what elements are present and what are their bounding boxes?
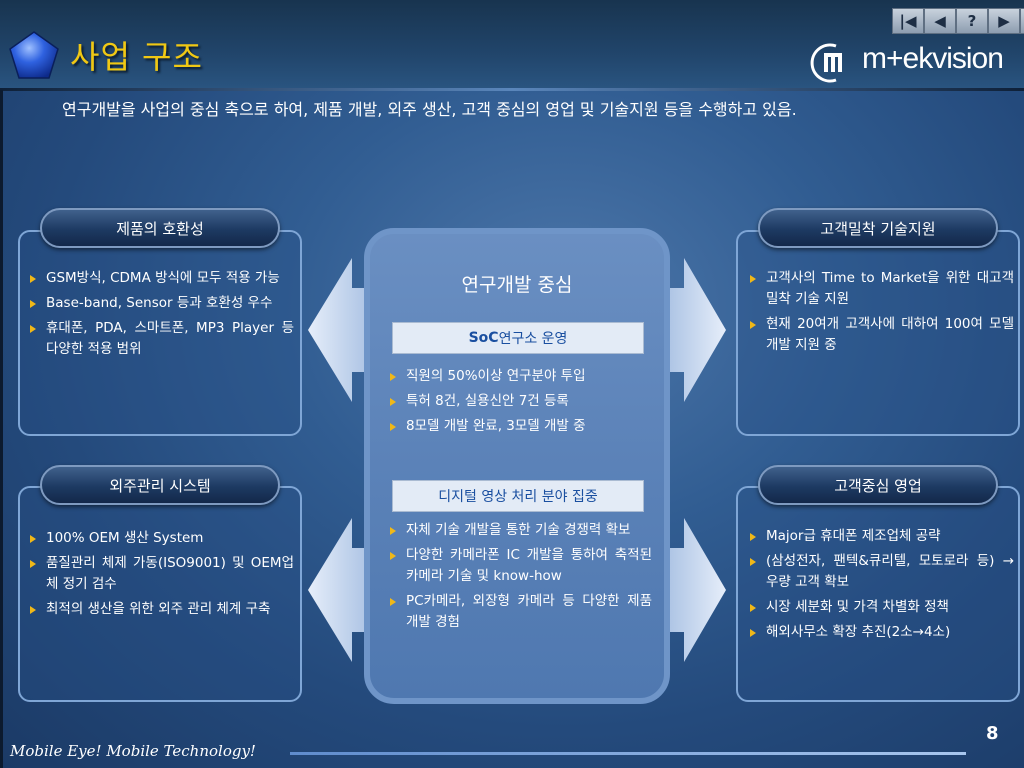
first-slide-button[interactable]: |◀ [892,8,924,34]
company-logo: m+ekvision [810,40,1020,84]
footer-slogan: Mobile Eye! Mobile Technology! [10,742,256,760]
list-item: GSM방식, CDMA 방식에 모두 적용 가능 [30,268,294,289]
bullet-arrow-icon [750,604,756,612]
bullet-arrow-icon [30,300,36,308]
slide-navigation: |◀ ◀ ? ▶ ▶| [892,8,1024,34]
compatibility-box: GSM방식, CDMA 방식에 모두 적용 가능 Base-band, Sens… [18,230,302,436]
arrow-left-bottom [308,518,372,662]
list-item: 100% OEM 생산 System [30,528,294,549]
pentagon-gem-icon [9,31,59,79]
list-item: PC카메라, 외장형 카메라 등 다양한 제품 개발 경험 [390,591,652,633]
list-item: 품질관리 체제 가동(ISO9001) 및 OEM업체 정기 검수 [30,553,294,595]
list-item: Base-band, Sensor 등과 호환성 우수 [30,293,294,314]
list-item: 해외사무소 확장 추진(2소→4소) [750,622,1014,643]
list-item: 8모델 개발 완료, 3모델 개발 중 [390,416,652,437]
bullet-arrow-icon [750,321,756,329]
list-item: 휴대폰, PDA, 스마트폰, MP3 Player 등 다양한 적용 범위 [30,318,294,360]
list-item: 자체 기술 개발을 통한 기술 경쟁력 확보 [390,520,652,541]
list-item: 시장 세분화 및 가격 차별화 정책 [750,597,1014,618]
tech-support-box: 고객사의 Time to Market을 위한 대고객 밀착 기술 지원 현재 … [736,230,1020,436]
previous-slide-button[interactable]: ◀ [924,8,956,34]
bullet-arrow-icon [750,629,756,637]
bullet-arrow-icon [390,552,396,560]
logo-mark-icon [810,43,842,83]
bullet-arrow-icon [390,398,396,406]
bullet-arrow-icon [30,325,36,333]
bullet-arrow-icon [750,558,756,566]
header-bar [0,0,1024,90]
help-icon: ? [967,12,977,30]
list-item: (삼성전자, 팬텍&큐리텔, 모토로라 등) → 우량 고객 확보 [750,551,1014,593]
rnd-center-title: 연구개발 중심 [461,274,573,296]
list-item: Major급 휴대폰 제조업체 공략 [750,526,1014,547]
footer-divider [290,752,966,755]
bullet-arrow-icon [390,423,396,431]
page-title: 사업 구조 [70,38,203,76]
list-item: 최적의 생산을 위한 외주 관리 체계 구축 [30,599,294,620]
bullet-arrow-icon [390,373,396,381]
tech-support-heading: 고객밀착 기술지원 [758,208,998,248]
list-item: 특허 8건, 실용신안 7건 등록 [390,391,652,412]
first-icon: |◀ [899,12,917,30]
bullet-arrow-icon [750,533,756,541]
outsourcing-heading: 외주관리 시스템 [40,465,280,505]
arrow-right-top [664,258,726,402]
bullet-arrow-icon [390,598,396,606]
last-slide-button[interactable]: ▶| [1020,8,1024,34]
arrow-right-bottom [664,518,726,662]
rnd-center-panel: 연구개발 중심 SoC 연구소 운영 직원의 50%이상 연구분야 투입 특허 … [364,228,670,704]
left-frame [0,90,3,768]
bullet-arrow-icon [750,275,756,283]
logo-text: m+ekvision [862,42,1004,75]
customer-sales-heading: 고객중심 영업 [758,465,998,505]
list-item: 다양한 카메라폰 IC 개발을 통하여 축적된 카메라 기술 및 know-ho… [390,545,652,587]
help-button[interactable]: ? [956,8,988,34]
intro-text: 연구개발을 사업의 중심 축으로 하여, 제품 개발, 외주 생산, 고객 중심… [62,100,797,119]
page-number: 8 [986,723,999,744]
next-icon: ▶ [998,12,1010,30]
soc-lab-label: SoC 연구소 운영 [392,322,644,354]
bullet-arrow-icon [30,606,36,614]
bullet-arrow-icon [30,560,36,568]
bullet-arrow-icon [390,527,396,535]
header-divider [0,88,1024,91]
next-slide-button[interactable]: ▶ [988,8,1020,34]
outsourcing-box: 100% OEM 생산 System 품질관리 체제 가동(ISO9001) 및… [18,486,302,702]
prev-icon: ◀ [934,12,946,30]
list-item: 현재 20여개 고객사에 대하여 100여 모델 개발 지원 중 [750,314,1014,356]
digital-imaging-label: 디지털 영상 처리 분야 집중 [392,480,644,512]
list-item: 고객사의 Time to Market을 위한 대고객 밀착 기술 지원 [750,268,1014,310]
bullet-arrow-icon [30,535,36,543]
bullet-arrow-icon [30,275,36,283]
arrow-left-top [308,258,372,402]
customer-sales-box: Major급 휴대폰 제조업체 공략 (삼성전자, 팬텍&큐리텔, 모토로라 등… [736,486,1020,702]
compatibility-heading: 제품의 호환성 [40,208,280,248]
list-item: 직원의 50%이상 연구분야 투입 [390,366,652,387]
